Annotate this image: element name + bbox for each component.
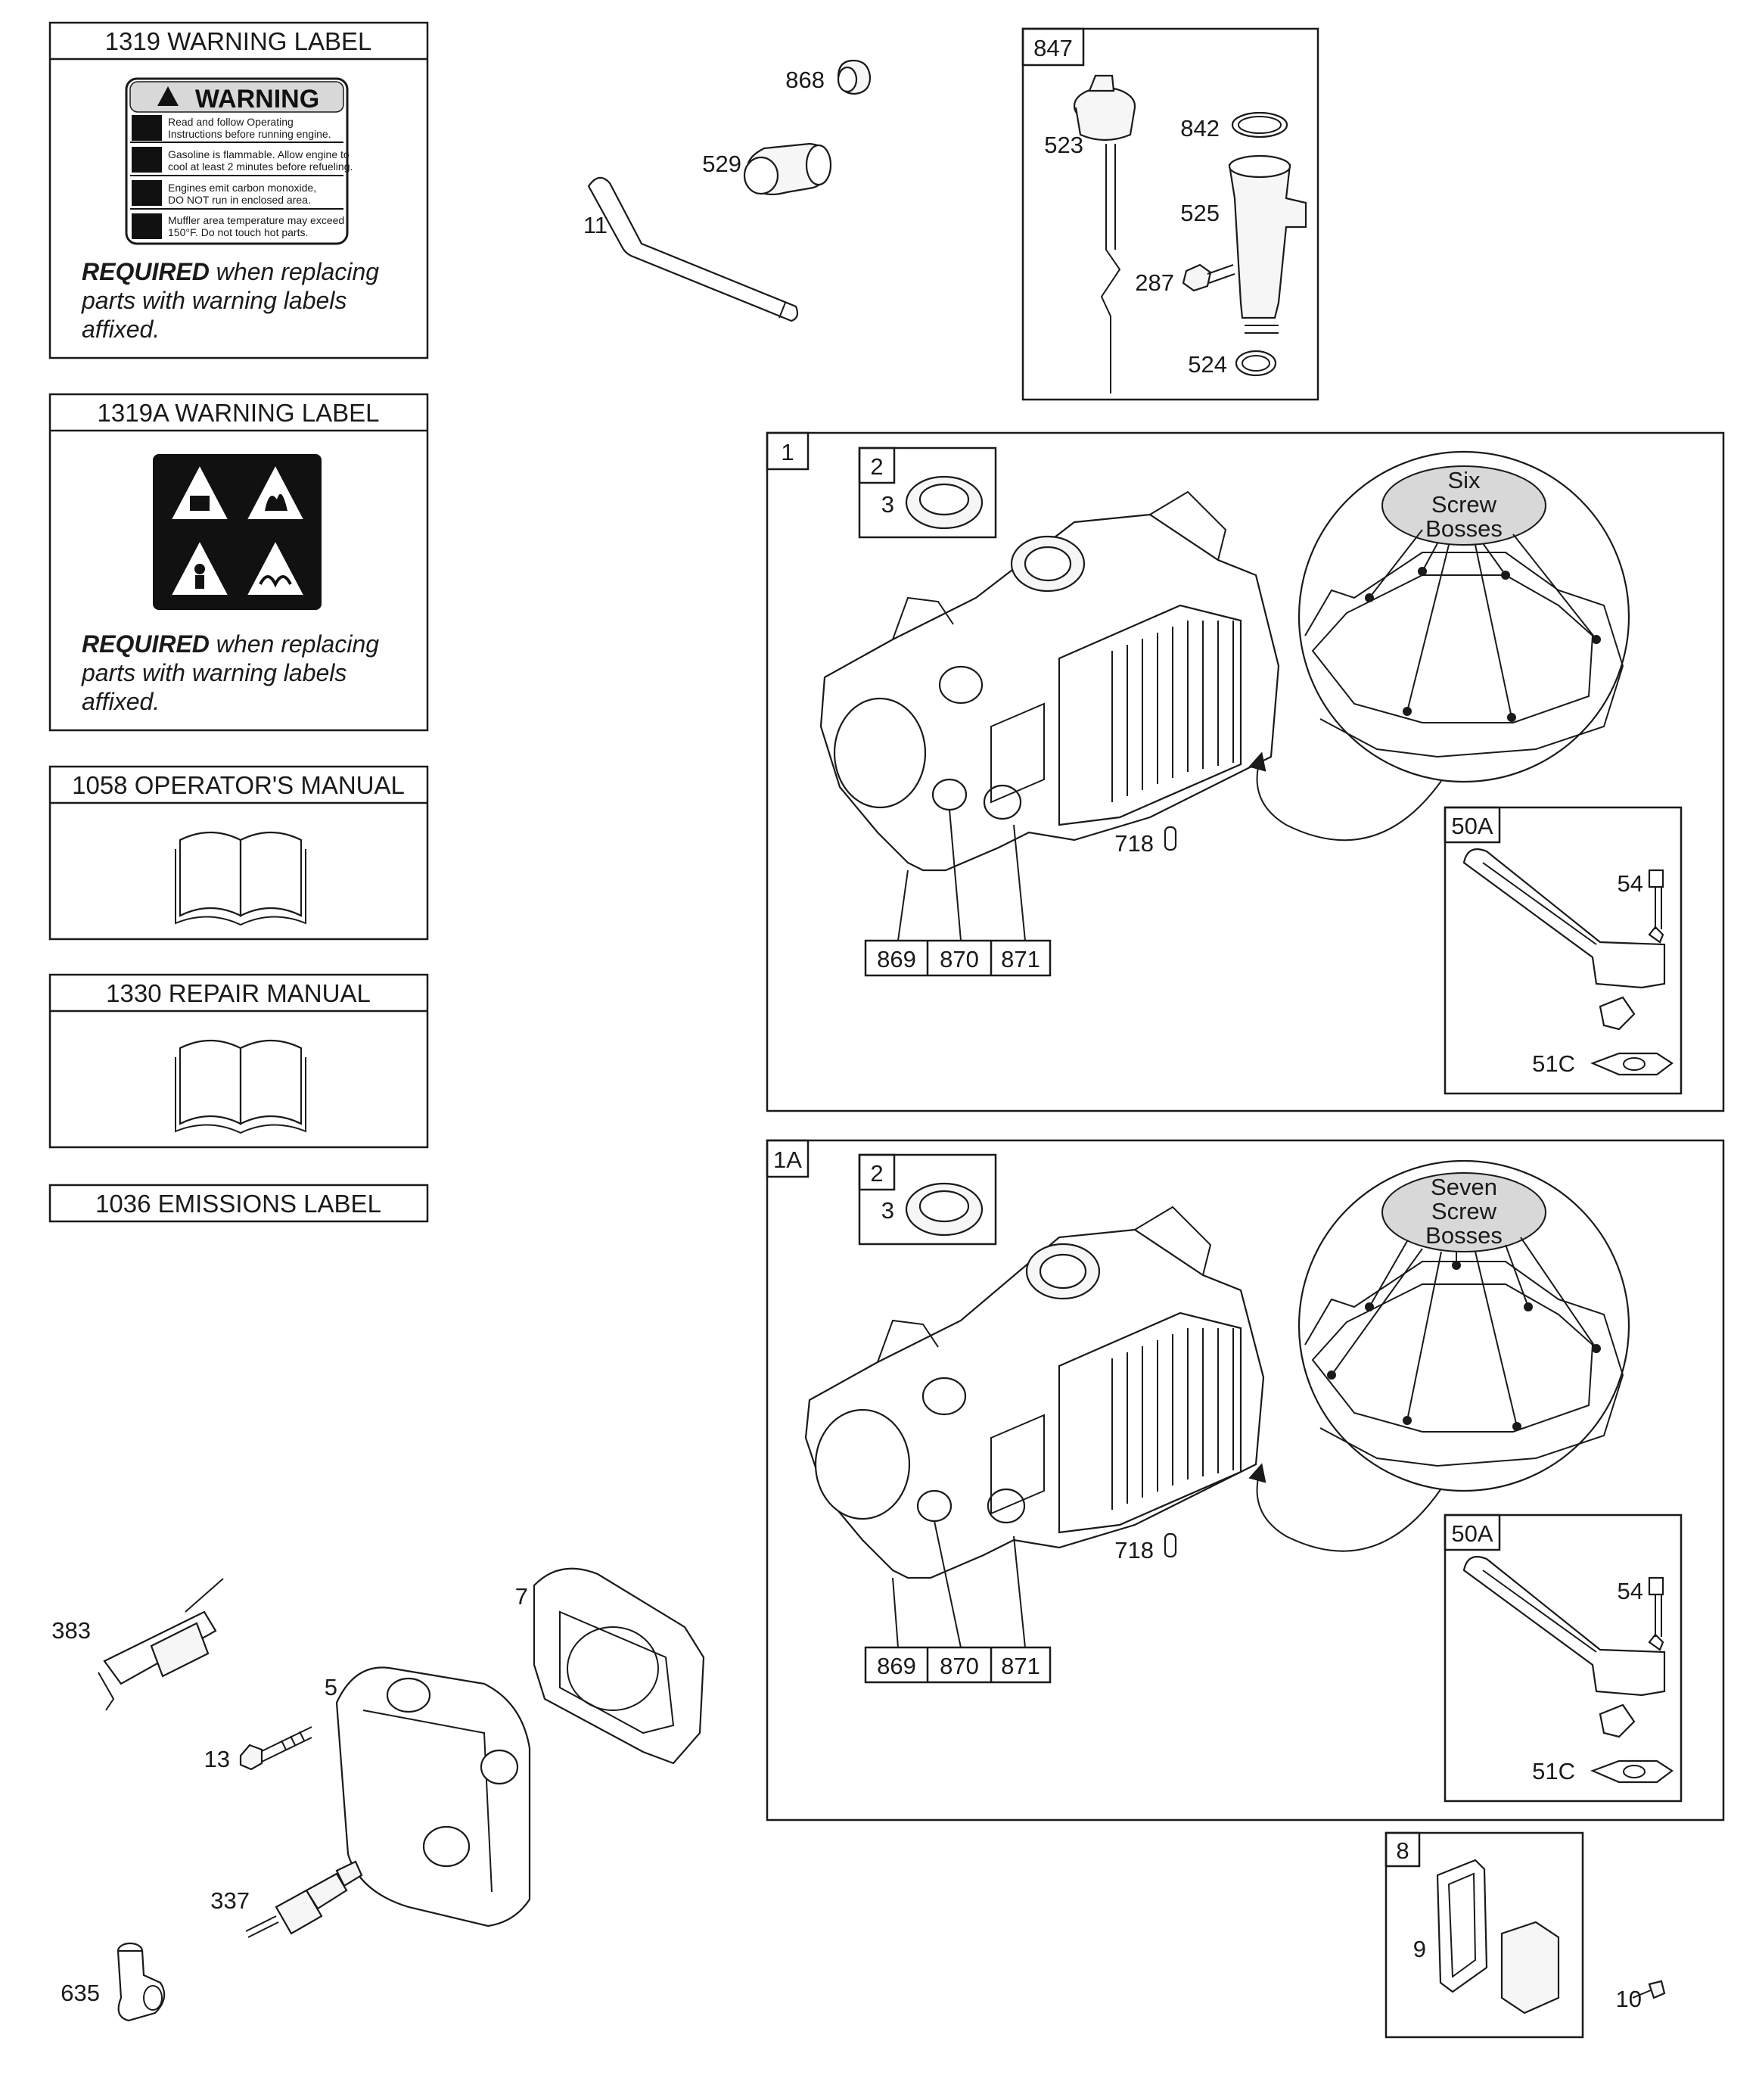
bubble-text: Screw (1431, 491, 1497, 518)
part-10-screw[interactable]: 10 (1616, 1980, 1666, 2012)
callout-718: 718 (1114, 1537, 1154, 1563)
warning-line: Muffler area temperature may exceed (168, 214, 344, 226)
required-note: REQUIRED when replacing (82, 630, 379, 658)
callout-2: 2 (870, 1160, 883, 1187)
part-635-boot[interactable]: 635 (61, 1942, 166, 2022)
short-block-box-1[interactable]: 1 2 3 (766, 431, 1725, 1112)
hot-surface-icon (259, 575, 292, 588)
warning-line: cool at least 2 minutes before refueling… (168, 160, 353, 173)
callout-847: 847 (1033, 35, 1073, 61)
callout-718: 718 (1114, 830, 1154, 857)
warning-decal-heading: WARNING (195, 85, 319, 114)
bubble-text: Six (1447, 467, 1481, 493)
callout-870: 870 (940, 946, 979, 972)
callout-869: 869 (877, 946, 916, 972)
emissions-label-box[interactable]: 1036 EMISSIONS LABEL (48, 1184, 429, 1223)
warning-label-1319a-title: 1319A WARNING LABEL (98, 399, 380, 427)
person-icon (132, 180, 162, 206)
part-5-cylinder-head[interactable]: 5 (325, 1666, 531, 1927)
required-note-line: affixed. (82, 316, 160, 343)
callout-525: 525 (1180, 200, 1220, 226)
warning-line: Read and follow Operating (168, 116, 294, 128)
bubble-text: Seven (1431, 1174, 1497, 1200)
warning-line: Engines emit carbon monoxide, (168, 182, 316, 194)
callout-50a: 50A (1451, 1520, 1493, 1547)
bubble-text: Bosses (1425, 515, 1503, 542)
warning-line: Instructions before running engine. (168, 128, 331, 140)
callout-287: 287 (1135, 269, 1174, 296)
callout-3: 3 (881, 1197, 894, 1224)
hot-surface-icon (132, 213, 162, 239)
engine-block (804, 1206, 1265, 1579)
part-529-elbow[interactable]: 529 (702, 142, 832, 196)
callout-869: 869 (877, 1653, 916, 1679)
warning-label-1319-box[interactable]: 1319 WARNING LABEL WARNING Read and foll… (48, 21, 429, 359)
book-icon (175, 831, 306, 926)
callout-13: 13 (204, 1746, 230, 1772)
callout-5: 5 (325, 1674, 337, 1700)
part-7-head-gasket[interactable]: 7 (515, 1567, 705, 1765)
callout-337: 337 (210, 1887, 250, 1914)
bubble-text: Bosses (1425, 1222, 1503, 1249)
callout-383: 383 (51, 1617, 91, 1644)
callout-871: 871 (1001, 1653, 1040, 1679)
operators-manual-box[interactable]: 1058 OPERATOR'S MANUAL (48, 765, 429, 941)
callout-54: 54 (1618, 1578, 1643, 1604)
callout-871: 871 (1001, 946, 1040, 972)
callout-868: 868 (785, 67, 825, 93)
callout-523: 523 (1044, 132, 1083, 158)
repair-manual-box[interactable]: 1330 REPAIR MANUAL (48, 973, 429, 1149)
callout-51c: 51C (1532, 1050, 1575, 1077)
warning-line: DO NOT run in enclosed area. (168, 194, 311, 206)
callout-529: 529 (702, 151, 741, 177)
required-note-line: affixed. (82, 688, 160, 715)
warning-line: Gasoline is flammable. Allow engine to (168, 148, 350, 160)
warning-label-1319-title: 1319 WARNING LABEL (105, 27, 372, 55)
callout-50a: 50A (1451, 813, 1493, 839)
warning-decal: WARNING Read and follow Operating Instru… (125, 77, 353, 245)
callout-842: 842 (1180, 115, 1220, 142)
book-icon (132, 115, 162, 141)
part-383-breather[interactable]: 383 (51, 1578, 224, 1711)
emissions-label-title: 1036 EMISSIONS LABEL (95, 1190, 381, 1218)
callout-11: 11 (583, 212, 608, 238)
pictogram-decal (153, 454, 322, 610)
gasket-box-8[interactable]: 8 9 (1385, 1831, 1584, 2039)
person-icon (194, 564, 205, 574)
callout-9: 9 (1413, 1936, 1426, 1962)
callout-10: 10 (1616, 1986, 1642, 2012)
warning-label-1319a-box[interactable]: 1319A WARNING LABEL REQUIRED when replac… (48, 393, 429, 732)
bubble-text: Screw (1431, 1198, 1497, 1224)
required-note: REQUIRED when replacing (82, 258, 379, 285)
callout-1a: 1A (773, 1146, 802, 1173)
book-icon (190, 496, 210, 511)
required-note-line: parts with warning labels (81, 659, 347, 686)
part-868-plug[interactable]: 868 (785, 59, 872, 95)
callout-54: 54 (1618, 870, 1643, 897)
warning-line: 150°F. Do not touch hot parts. (168, 226, 308, 238)
callout-635: 635 (61, 1980, 100, 2006)
callout-870: 870 (940, 1653, 979, 1679)
callout-1: 1 (781, 439, 794, 465)
fire-icon (265, 493, 287, 511)
callout-3: 3 (881, 491, 894, 518)
part-13-bolt[interactable]: 13 (204, 1726, 312, 1772)
part-337-spark-plug[interactable]: 337 (210, 1860, 363, 1938)
operators-manual-title: 1058 OPERATOR'S MANUAL (72, 771, 405, 799)
fire-icon (132, 147, 162, 173)
callout-8: 8 (1396, 1837, 1409, 1864)
required-note-line: parts with warning labels (81, 287, 347, 314)
callout-2: 2 (870, 453, 883, 480)
callout-7: 7 (515, 1583, 528, 1610)
book-icon (175, 1039, 306, 1134)
part-11-tube[interactable]: 11 (583, 176, 799, 322)
dipstick-assembly-box-847[interactable]: 847 523 842 525 287 524 (1021, 27, 1319, 401)
callout-51c: 51C (1532, 1758, 1575, 1784)
engine-block (819, 490, 1280, 872)
repair-manual-title: 1330 REPAIR MANUAL (106, 979, 371, 1007)
callout-524: 524 (1188, 351, 1227, 378)
short-block-box-1a[interactable]: 1A 2 3 718 (766, 1139, 1725, 1822)
